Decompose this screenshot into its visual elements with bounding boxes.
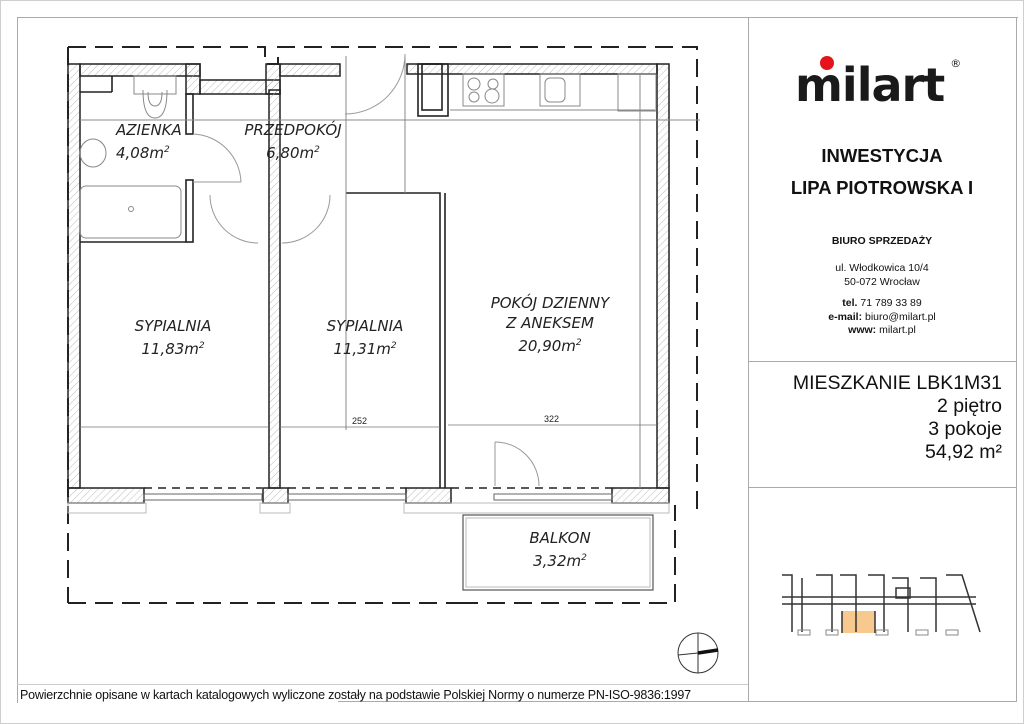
room-area: 3,32m bbox=[533, 552, 582, 570]
title-block-divider bbox=[748, 17, 749, 702]
sales-office-address: ul. Włodkowica 10/4 50-072 Wrocław bbox=[748, 262, 1016, 289]
dimension-322: 322 bbox=[544, 414, 560, 424]
room-area: 11,83m bbox=[141, 340, 199, 358]
milart-logo: milart ® bbox=[795, 56, 961, 108]
room-area-sup: 2 bbox=[575, 338, 582, 348]
room-label-bedroom-1: SYPIALNIA 11,83m2 bbox=[118, 316, 228, 359]
room-area-sup: 2 bbox=[198, 341, 205, 351]
tel-value: 71 789 33 89 bbox=[857, 297, 922, 309]
room-name: AZIENKA bbox=[116, 121, 182, 139]
project-title-line2: LIPA PIOTROWSKA I bbox=[790, 177, 974, 198]
footnote: Powierzchnie opisane w kartach katalogow… bbox=[20, 688, 691, 702]
room-area: 6,80m bbox=[266, 144, 315, 162]
room-name-line2: Z ANEKSEM bbox=[506, 314, 594, 332]
room-area: 11,31m bbox=[333, 340, 391, 358]
room-name: SYPIALNIA bbox=[326, 317, 404, 335]
room-name: PRZEDPOKÓJ bbox=[244, 121, 342, 139]
apartment-floor: 2 piętro bbox=[936, 395, 1002, 417]
room-label-bathroom: AZIENKA 4,08m2 bbox=[116, 120, 182, 163]
sheet-frame-right bbox=[1016, 17, 1017, 702]
title-block-divider-1 bbox=[748, 361, 1016, 362]
apartment-name: MIESZKANIE LBK1M31 bbox=[792, 372, 1002, 394]
tel-label: tel. bbox=[842, 297, 858, 309]
building-key-map bbox=[782, 574, 981, 636]
room-area-sup: 2 bbox=[390, 341, 397, 351]
registered-mark: ® bbox=[950, 57, 961, 70]
sales-office-contact: tel. 71 789 33 89 e-mail: biuro@milart.p… bbox=[748, 297, 1016, 338]
email-label: e-mail: bbox=[828, 310, 863, 323]
logo-text: milart bbox=[795, 58, 945, 112]
logo-red-dot bbox=[820, 56, 834, 70]
apartment-rooms: 3 pokoje bbox=[928, 418, 1002, 440]
room-label-balcony: BALKON 3,32m2 bbox=[505, 528, 615, 571]
footnote-divider bbox=[17, 684, 748, 685]
sales-office-heading: BIURO SPRZEDAŻY bbox=[831, 235, 933, 247]
sheet-frame-bottom bbox=[338, 701, 1017, 702]
room-area-sup: 2 bbox=[581, 553, 587, 563]
sheet-frame bbox=[17, 17, 1018, 703]
room-label-bedroom-2: SYPIALNIA 11,31m2 bbox=[310, 316, 420, 359]
title-block-divider-2 bbox=[748, 487, 1016, 488]
compass-icon bbox=[677, 632, 719, 674]
address-line1: ul. Włodkowica 10/4 bbox=[835, 262, 929, 274]
room-area-sup: 2 bbox=[314, 145, 320, 155]
apartment-info: MIESZKANIE LBK1M31 2 piętro 3 pokoje 54,… bbox=[793, 372, 1002, 464]
address-line2: 50-072 Wrocław bbox=[844, 275, 920, 288]
www-label: www: bbox=[848, 324, 877, 336]
room-name: SYPIALNIA bbox=[134, 317, 212, 335]
apartment-area: 54,92 m² bbox=[925, 441, 1002, 463]
room-area: 20,90m bbox=[518, 337, 576, 355]
www-value[interactable]: milart.pl bbox=[876, 324, 916, 336]
room-name: BALKON bbox=[529, 529, 591, 547]
room-area: 4,08m bbox=[116, 144, 165, 162]
email-value[interactable]: biuro@milart.pl bbox=[862, 310, 936, 323]
room-area-sup: 2 bbox=[164, 145, 170, 155]
room-label-hallway: PRZEDPOKÓJ 6,80m2 bbox=[238, 120, 348, 163]
project-title-line1: INWESTYCJA bbox=[821, 145, 943, 166]
room-name: POKÓJ DZIENNY bbox=[490, 294, 610, 312]
dimension-252: 252 bbox=[352, 416, 368, 426]
room-label-living-room: POKÓJ DZIENNY Z ANEKSEM 20,90m2 bbox=[470, 293, 630, 356]
floor-plan bbox=[67, 46, 719, 674]
